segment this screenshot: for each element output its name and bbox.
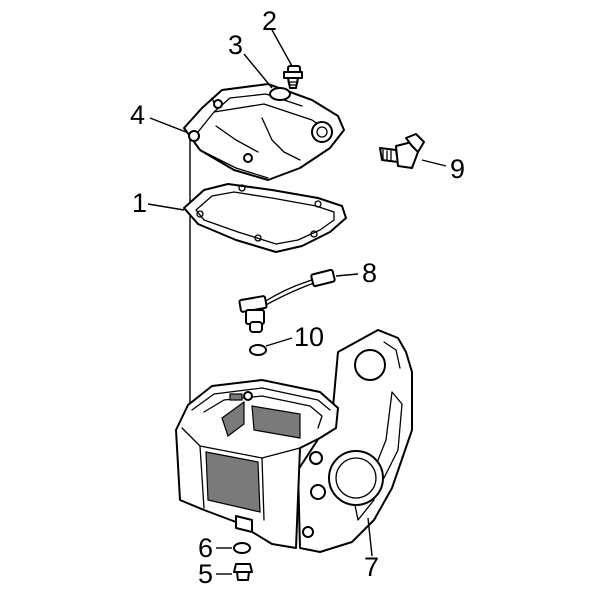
callout-1: 1	[132, 188, 147, 218]
part-1-gasket	[183, 183, 347, 253]
part-7-housing	[175, 329, 413, 553]
callout-9: 9	[450, 154, 465, 184]
callout-10: 10	[294, 322, 324, 352]
leader-7	[367, 517, 373, 557]
leader-4	[149, 117, 187, 133]
callout-5: 5	[198, 559, 213, 589]
leader-1	[147, 203, 185, 211]
leader-9	[421, 159, 447, 167]
leader-3	[243, 53, 273, 89]
callout-6: 6	[198, 533, 213, 563]
part-5-drain-plug	[233, 563, 253, 581]
leader-8	[335, 273, 359, 277]
leader-2	[271, 29, 293, 67]
part-9-elbow-fitting	[379, 133, 425, 169]
leader-10	[265, 337, 293, 347]
callout-8: 8	[362, 258, 377, 288]
callout-4: 4	[130, 100, 145, 130]
part-2-vent-plug	[283, 65, 303, 89]
part-4-top-cover	[183, 83, 345, 181]
callout-7: 7	[364, 552, 379, 582]
callout-3: 3	[228, 30, 243, 60]
part-3-o-ring	[269, 87, 291, 101]
part-6-seal	[233, 542, 251, 554]
part-8-sensor	[238, 268, 336, 333]
callout-2: 2	[262, 6, 277, 36]
part-10-o-ring	[249, 344, 267, 356]
